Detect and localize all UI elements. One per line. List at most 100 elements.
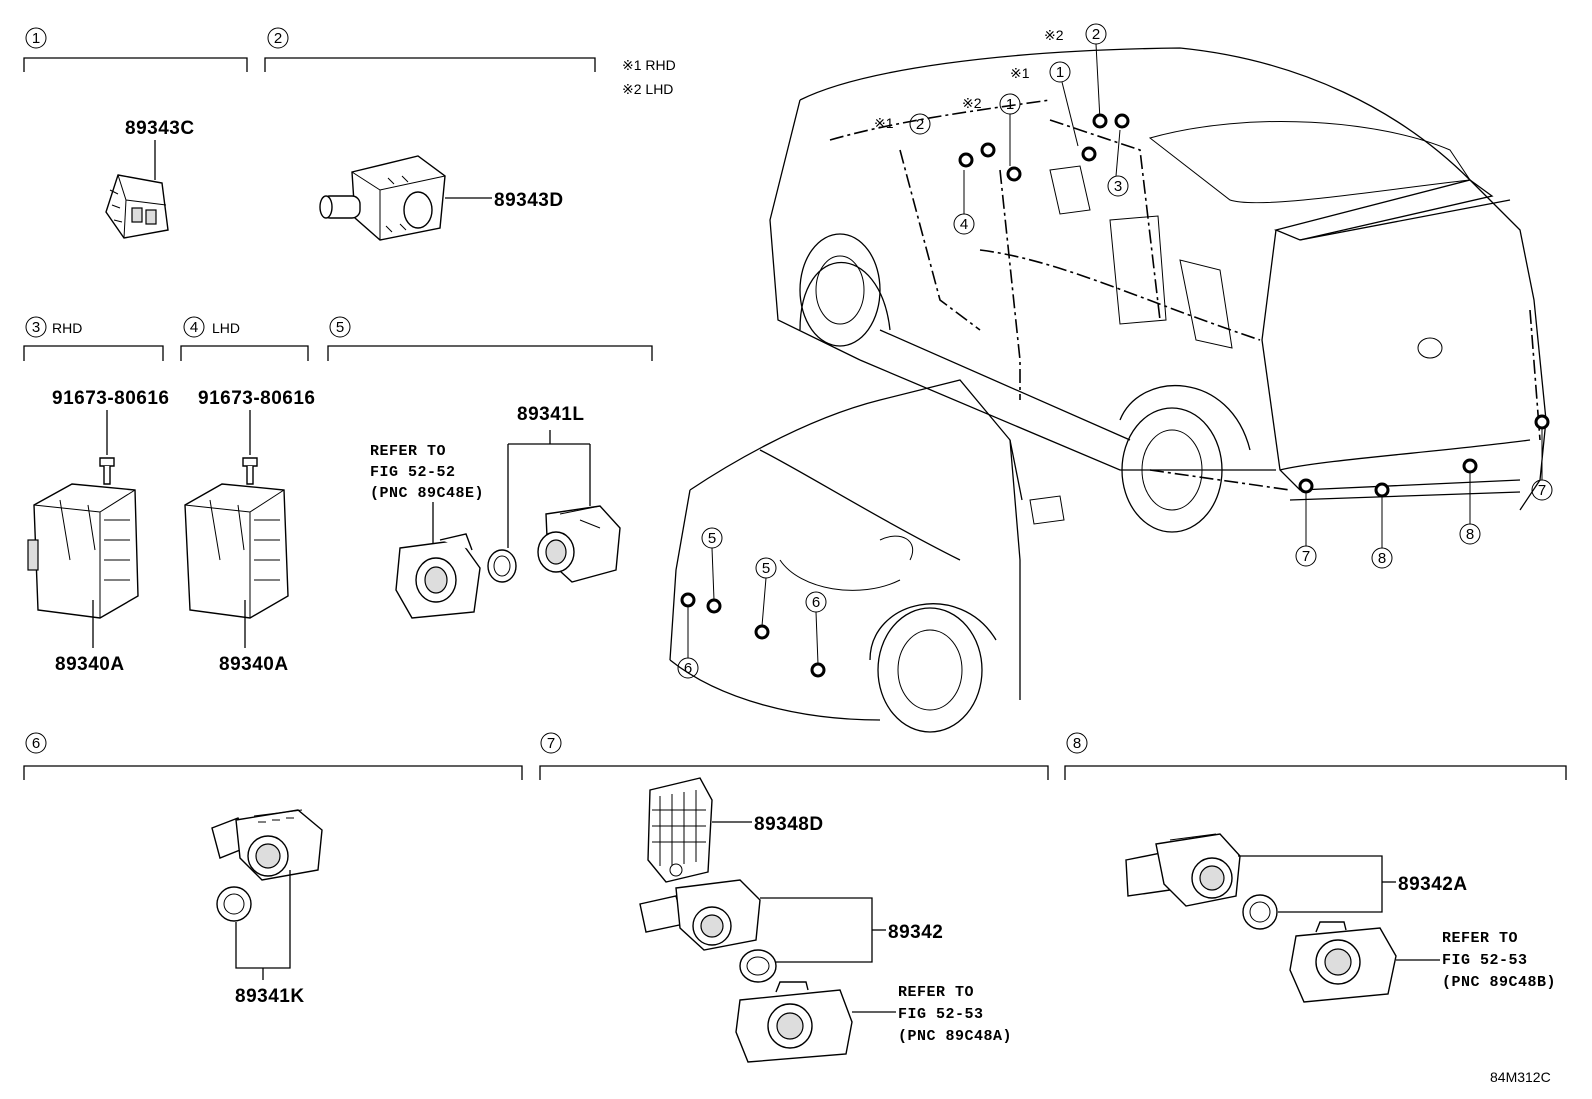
bezel-89c48b [1289,921,1397,1003]
part-number-89341l: 89341L [517,404,584,425]
callout-5-left: 5 [708,530,716,547]
legend-note-rhd: ※1 RHD [622,57,676,73]
sensor-dot-8-right [1462,458,1478,474]
part-89342a-group: 89342A REFER TO FIG 52-53 (PNC 89C48B) [1125,833,1556,1003]
callout-1-mid: 1 [1006,96,1014,113]
sensor-dot-6-right [810,662,826,678]
retainer-ring-89341k [216,886,252,922]
ecu-module-lhd [184,483,289,619]
legend-note-lhd: ※2 LHD [622,81,673,97]
retainer-ring-89341l [487,549,517,583]
figure-code: 84M312C [1490,1069,1551,1085]
ref-s8-line1: REFER TO [1442,930,1518,947]
callout-3: 3 [1114,178,1122,195]
sensor-dot-6-left [680,592,696,608]
part-number-91673-rhd: 91673-80616 [52,388,170,409]
sensor-dot-1-top [1081,146,1097,162]
ref-s5-line1: REFER TO [370,443,446,460]
section-number-1: 1 [32,30,40,47]
ref-s5-line3: (PNC 89C48E) [370,485,484,502]
bezel-89c48e [395,533,481,619]
parking-sensor-89342 [639,879,761,951]
callout-7-left: 7 [1302,548,1310,565]
section-header-2: 2 [264,27,596,72]
part-number-89341k: 89341K [235,986,305,1007]
parking-sensor-89341k [211,809,323,881]
part-number-89343c: 89343C [125,118,195,139]
part-number-89342a: 89342A [1398,874,1468,895]
sensor-dot-1-mid [1006,166,1022,182]
section-header-3: 3 RHD [23,316,164,361]
sensor-dot-5-left [706,598,722,614]
section-header-8: 8 [1064,732,1567,780]
part-number-89340a-lhd: 89340A [219,654,289,675]
part-89341l-group: REFER TO FIG 52-52 (PNC 89C48E) 89341L [370,404,621,619]
section-number-2: 2 [274,30,282,47]
sensor-dot-7-left [1298,478,1314,494]
part-number-89348d: 89348D [754,814,824,835]
section-number-3: 3 [32,319,40,336]
section-header-7: 7 [539,732,1049,780]
part-89343c-group: 89343C [105,118,195,239]
ecu-module-rhd [27,483,139,619]
callout-6-left: 6 [684,660,692,677]
parking-sensor-89341l [537,505,621,583]
callout-7-right: 7 [1538,482,1546,499]
sensor-dot-3 [1114,113,1130,129]
vehicle-front-view [669,379,1065,733]
bolt-rhd [99,457,115,485]
ref-s7-line1: REFER TO [898,984,974,1001]
part-number-89342: 89342 [888,922,943,943]
section-number-4: 4 [190,319,198,336]
section-label-lhd: LHD [212,320,240,336]
callout-1-top: 1 [1056,64,1064,81]
vehicle-callouts: ※2 2 ※1 1 ※2 1 ※1 2 3 4 7 7 [677,23,1553,679]
section-number-5: 5 [336,319,344,336]
callout-4: 4 [960,216,968,233]
part-89343d-group: 89343D [319,155,564,241]
callout-2-mid: 2 [916,116,924,133]
section-header-4: 4 LHD [180,316,309,361]
sensor-dot-2-top [1092,113,1108,129]
callout-5-right: 5 [762,560,770,577]
bolt-lhd [242,457,258,485]
ref-s7-line2: FIG 52-53 [898,1006,984,1023]
ref-s5-line2: FIG 52-52 [370,464,456,481]
retainer-ring-89342 [739,949,777,983]
ref-s7-line3: (PNC 89C48A) [898,1028,1012,1045]
switch-module-89343c [105,174,169,239]
section-number-8: 8 [1073,735,1081,752]
part-89340a-lhd-group: 91673-80616 89340A [184,388,316,675]
section-header-6: 6 [23,732,523,780]
callout-mark-lhd-top: ※2 [1044,27,1064,43]
sensor-dot-7-right [1534,414,1550,430]
part-89341k-group: 89341K [211,809,323,1007]
callout-8-right: 8 [1466,526,1474,543]
section-number-6: 6 [32,735,40,752]
section-label-rhd: RHD [52,320,82,336]
sensor-dot-2-mid [980,142,996,158]
section-number-7: 7 [547,735,555,752]
vehicle-rear-view [769,47,1547,533]
callout-mark-rhd-top: ※1 [1010,65,1030,81]
part-89348d-group: 89348D [647,777,824,883]
part-number-89343d: 89343D [494,190,564,211]
parking-sensor-89342a [1125,833,1241,907]
part-number-91673-lhd: 91673-80616 [198,388,316,409]
retainer-ring-89342a [1242,894,1278,930]
callout-mark-lhd-mid: ※2 [962,95,982,111]
bezel-89c48a [735,981,853,1063]
part-89340a-rhd-group: 91673-80616 89340A [27,388,170,675]
part-89342-group: 89342 REFER TO FIG 52-53 (PNC 89C48A) [639,879,1012,1063]
sensor-dot-5-right [754,624,770,640]
ref-s8-line2: FIG 52-53 [1442,952,1528,969]
sensor-module-89343d [319,155,446,241]
section-header-1: 1 [23,27,248,72]
part-number-89340a-rhd: 89340A [55,654,125,675]
ref-s8-line3: (PNC 89C48B) [1442,974,1556,991]
callout-8-left: 8 [1378,550,1386,567]
sensor-dot-4 [958,152,974,168]
legend-notes: ※1 RHD ※2 LHD [622,57,676,97]
sensor-dot-8-left [1374,482,1390,498]
bracket-89348d [647,777,713,883]
